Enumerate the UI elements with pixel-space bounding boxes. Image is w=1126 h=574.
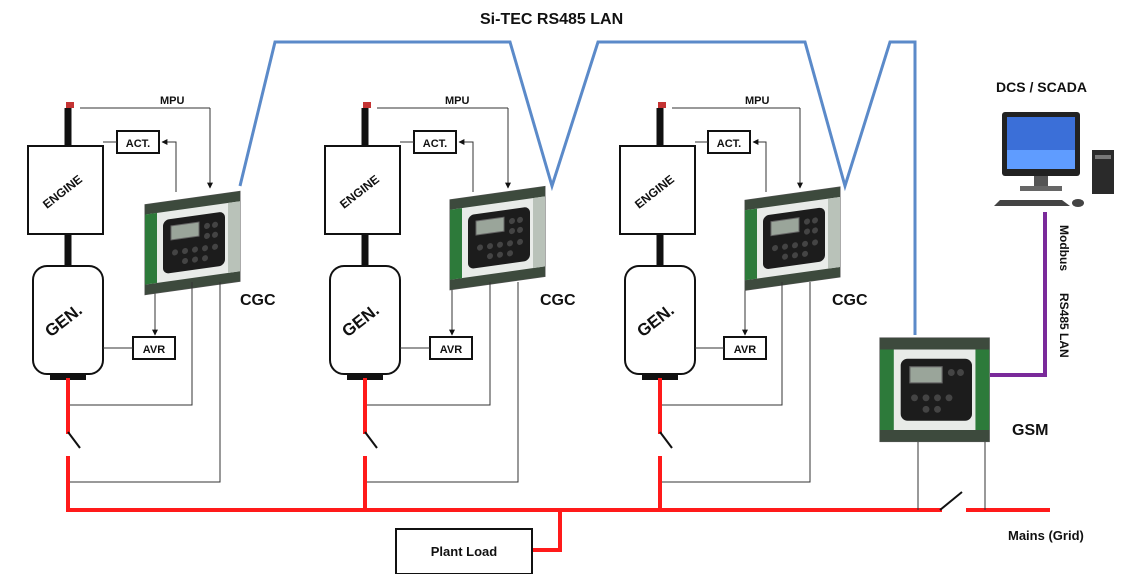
speed-sensor-icon: [66, 102, 74, 108]
gen-breaker: [364, 431, 378, 449]
gen-breaker: [659, 431, 673, 449]
cgc-controller: [744, 186, 841, 291]
gsm-module: GSM: [879, 337, 1048, 510]
engine-block: [619, 145, 696, 235]
mpu-label: MPU: [745, 95, 770, 107]
actuator-label: ACT.: [126, 138, 150, 150]
rs485-lan-label: Si-TEC RS485 LAN: [480, 11, 623, 28]
speed-sensor-icon: [658, 102, 666, 108]
speed-sensor-icon: [363, 102, 371, 108]
mpu-label: MPU: [445, 95, 470, 107]
plant-load-feed: [530, 508, 562, 552]
mpu-label: MPU: [160, 95, 185, 107]
plant-load-box: [395, 528, 533, 574]
genset-1: ENGINE GEN. ACT. MPU AVR CGC: [27, 95, 276, 512]
genset-2: ENGINE GEN. ACT. MPU AVR CGC: [324, 95, 576, 512]
genset-3: ENGINE GEN. ACT. MPU AVR CGC: [619, 95, 868, 512]
modbus-line: [990, 212, 1047, 377]
gsm-label: GSM: [1012, 422, 1048, 439]
cgc-label: CGC: [832, 292, 868, 309]
scada-label: DCS / SCADA: [996, 79, 1087, 95]
mains-label: Mains (Grid): [1008, 528, 1084, 543]
modbus-label-2: RS485 LAN: [1057, 293, 1071, 358]
rs485-lan-line: [238, 40, 917, 335]
cgc-controller: [449, 185, 546, 291]
cgc-controller: [144, 190, 241, 296]
plant-load-label: Plant Load: [431, 544, 498, 559]
cgc-label: CGC: [240, 292, 276, 309]
avr-label: AVR: [440, 344, 462, 356]
actuator-label: ACT.: [423, 138, 447, 150]
modbus-label: Modbus: [1057, 225, 1071, 271]
gen-breaker: [67, 431, 81, 449]
cgc-label: CGC: [540, 292, 576, 309]
avr-label: AVR: [143, 344, 165, 356]
scada-computer-icon: [994, 112, 1114, 207]
mains-breaker: [939, 491, 963, 511]
engine-block: [27, 145, 104, 235]
avr-label: AVR: [734, 344, 756, 356]
actuator-label: ACT.: [717, 138, 741, 150]
